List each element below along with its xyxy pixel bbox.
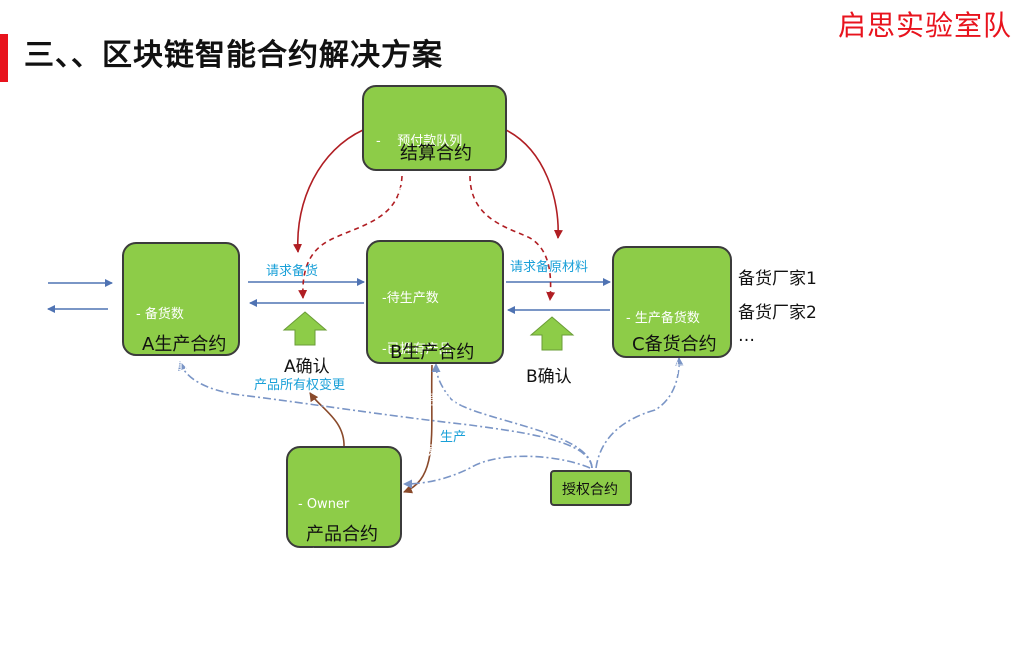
- label-supplier-1: 备货厂家1: [738, 269, 817, 289]
- arrow-auth-to-b: [431, 363, 593, 469]
- label-request-material: 请求备原材料: [510, 260, 589, 275]
- product-item: （材料、批次…）: [298, 600, 386, 613]
- b-item: -已拥有产品: [382, 342, 452, 357]
- b-confirm-up-arrow: [529, 316, 575, 351]
- c-stock-contract-box: - 生产备货数 - 已拥有材料 C备货合约: [612, 246, 732, 377]
- a-items: - 备货数 - 已拥有产品: [136, 272, 210, 408]
- c-contract-name: C备货合约: [632, 334, 717, 355]
- label-produce: 生产: [440, 430, 467, 445]
- arrow-settlement-to-c: [505, 129, 563, 239]
- arrow-dashed-b-to-settlement-right: [469, 175, 556, 301]
- brand-logo-text: 启思实验室队: [837, 9, 1012, 42]
- settlement-contract-box: - 预付款队列 - 余额 结算合约: [362, 85, 507, 200]
- arrow-auth-to-a: [178, 361, 593, 469]
- title-accent-bar: [0, 34, 8, 82]
- diagram-arrows: [47, 129, 684, 494]
- label-a-confirm: A确认: [284, 357, 330, 377]
- b-items: -待生产数 -已拥有产品 -已拥有原材料 -待备货原材料: [382, 256, 465, 494]
- authorization-contract-name: 授权合约: [562, 482, 618, 498]
- a-item: - 备货数: [136, 307, 184, 322]
- a-item: - 已拥有产品: [136, 358, 210, 373]
- label-ownership-change: 产品所有权变更: [254, 378, 346, 393]
- c-item: - 已拥有材料: [626, 362, 700, 377]
- product-contract-name: 产品合约: [306, 524, 378, 545]
- a-confirm-up-arrow: [282, 311, 328, 346]
- c-item: - 生产备货数: [626, 311, 700, 326]
- b-item: -已拥有原材料: [382, 393, 465, 408]
- arrow-auth-to-product: [403, 455, 591, 489]
- arrow-b-to-product: [403, 364, 433, 494]
- product-contract-box: - Owner - 产品details （材料、批次…） 产品合约: [286, 446, 402, 613]
- arrow-product-to-ownership: [309, 392, 345, 448]
- label-more-suppliers: …: [738, 326, 755, 346]
- a-production-contract-box: - 备货数 - 已拥有产品 A生产合约: [122, 242, 240, 373]
- b-contract-name: B生产合约: [390, 342, 475, 363]
- settlement-item: - 余额: [376, 185, 424, 200]
- label-request-stock: 请求备货: [266, 264, 319, 279]
- settlement-item: - 预付款队列: [376, 134, 463, 149]
- product-item: - Owner: [298, 497, 350, 512]
- label-b-confirm: B确认: [526, 367, 572, 387]
- b-production-contract-box: -待生产数 -已拥有产品 -已拥有原材料 -待备货原材料 B生产合约: [366, 240, 504, 459]
- b-item: -待生产数: [382, 291, 439, 306]
- authorization-contract-box: 授权合约: [550, 470, 632, 506]
- settlement-items: - 预付款队列 - 余额: [376, 99, 462, 235]
- product-item: - 产品details: [298, 548, 377, 563]
- slide-title: 三、、区块链智能合约解决方案: [24, 38, 443, 73]
- product-items: - Owner - 产品details （材料、批次…）: [298, 462, 386, 649]
- arrow-settlement-to-a: [293, 129, 364, 253]
- label-supplier-2: 备货厂家2: [738, 303, 817, 323]
- b-item: -待备货原材料: [382, 444, 465, 459]
- a-contract-name: A生产合约: [142, 334, 227, 355]
- c-items: - 生产备货数 - 已拥有材料: [626, 276, 700, 412]
- arrow-auth-to-c: [595, 357, 684, 469]
- arrow-dashed-b-to-settlement-left: [298, 175, 403, 299]
- settlement-contract-name: 结算合约: [400, 143, 472, 164]
